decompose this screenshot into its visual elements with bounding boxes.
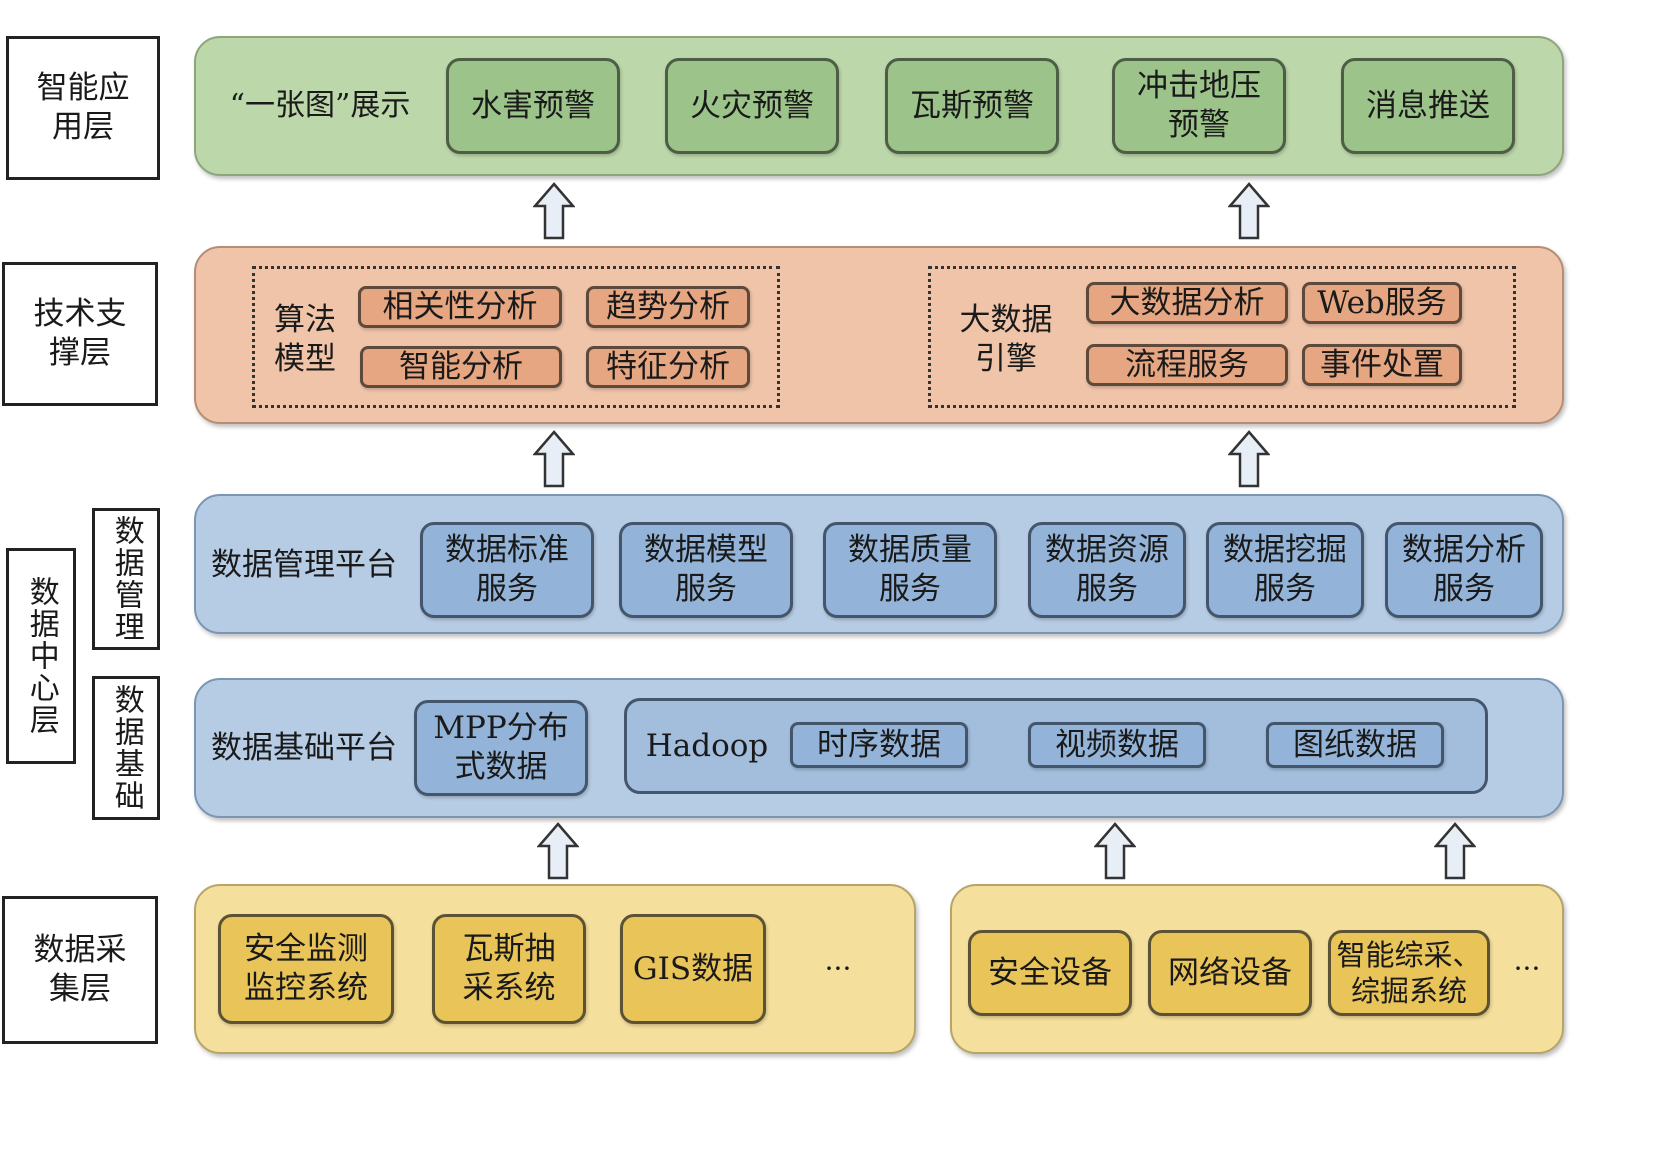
app-item-fire-warning: 火灾预警: [665, 58, 839, 154]
app-layer-band: [194, 36, 1564, 176]
up-arrow-icon: [1228, 430, 1270, 488]
mgmt-item-mining: 数据挖掘 服务: [1206, 522, 1364, 618]
layer-label-data-management: 数据管理: [92, 508, 160, 650]
collect-item-safety-monitoring: 安全监测 监控系统: [218, 914, 394, 1024]
layer-label-tech: 技术支 撑层: [2, 262, 158, 406]
layer-label-app: 智能应 用层: [6, 36, 160, 180]
up-arrow-icon: [1228, 182, 1270, 240]
app-item-water-warning: 水害预警: [446, 58, 620, 154]
hadoop-label: Hadoop: [645, 727, 769, 764]
collect-right-ellipsis: ···: [1513, 951, 1541, 985]
big-data-engine-title: 大数据 引擎: [959, 302, 1053, 377]
app-item-gas-warning: 瓦斯预警: [885, 58, 1059, 154]
data-foundation-platform-title: 数据基础平台: [211, 729, 397, 766]
algo-item-feature: 特征分析: [586, 346, 750, 388]
one-map-display-label: “一张图”展示: [229, 88, 411, 124]
engine-item-process-service: 流程服务: [1086, 344, 1288, 386]
up-arrow-icon: [537, 822, 579, 880]
collect-item-gas-drainage: 瓦斯抽 采系统: [432, 914, 586, 1024]
layer-label-data-foundation: 数据基础: [92, 676, 160, 820]
mgmt-item-analysis: 数据分析 服务: [1385, 522, 1543, 618]
hadoop-item-timeseries: 时序数据: [790, 722, 968, 768]
collect-left-ellipsis: ···: [824, 951, 852, 985]
tech-layer-band: [194, 246, 1564, 424]
algo-item-correlation: 相关性分析: [358, 286, 562, 328]
engine-item-web-service: Web服务: [1302, 282, 1462, 324]
data-management-platform-title: 数据管理平台: [211, 546, 397, 583]
collect-item-safety-equipment: 安全设备: [968, 930, 1132, 1016]
mgmt-item-model: 数据模型 服务: [619, 522, 793, 618]
engine-item-big-data-analysis: 大数据分析: [1086, 282, 1288, 324]
algo-item-intelligent: 智能分析: [360, 346, 562, 388]
engine-item-event-handling: 事件处置: [1302, 344, 1462, 386]
layer-label-data-center: 数据中心层: [6, 548, 76, 764]
app-item-message-push: 消息推送: [1341, 58, 1515, 154]
mgmt-item-standard: 数据标准 服务: [420, 522, 594, 618]
algorithm-model-group: [252, 266, 780, 408]
collect-item-network-equipment: 网络设备: [1148, 930, 1312, 1016]
app-item-rockburst-warning: 冲击地压 预警: [1112, 58, 1286, 154]
collect-item-intelligent-mining-system: 智能综采、 综掘系统: [1328, 930, 1490, 1016]
mpp-distributed-data: MPP分布 式数据: [414, 700, 588, 796]
hadoop-item-video: 视频数据: [1028, 722, 1206, 768]
collect-item-gis-data: GIS数据: [620, 914, 766, 1024]
algorithm-model-title: 算法 模型: [274, 302, 336, 377]
algo-item-trend: 趋势分析: [586, 286, 750, 328]
up-arrow-icon: [1094, 822, 1136, 880]
layer-label-collect: 数据采 集层: [2, 896, 158, 1044]
mgmt-item-quality: 数据质量 服务: [823, 522, 997, 618]
up-arrow-icon: [533, 182, 575, 240]
hadoop-item-drawings: 图纸数据: [1266, 722, 1444, 768]
mgmt-item-resource: 数据资源 服务: [1028, 522, 1186, 618]
up-arrow-icon: [1434, 822, 1476, 880]
up-arrow-icon: [533, 430, 575, 488]
big-data-engine-group: [928, 266, 1516, 408]
